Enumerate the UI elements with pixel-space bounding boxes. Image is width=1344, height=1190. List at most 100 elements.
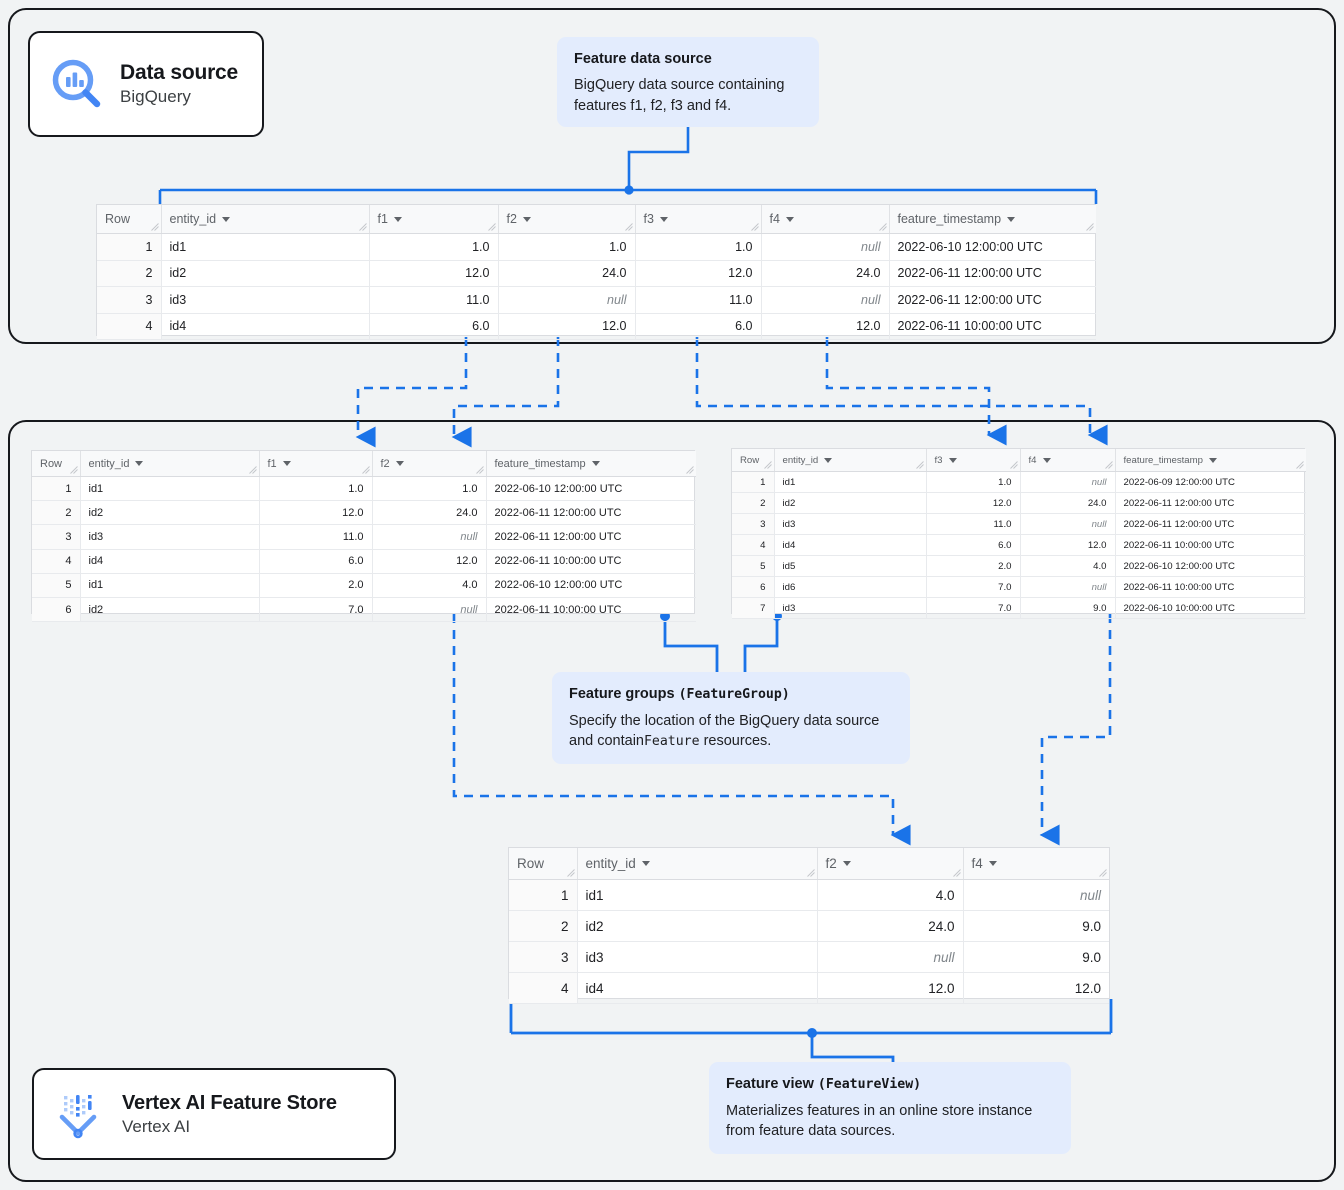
column-header-row[interactable]: Row (32, 451, 81, 477)
chevron-down-icon[interactable] (393, 216, 402, 222)
chevron-down-icon[interactable] (135, 461, 144, 466)
cell-feature-timestamp: 2022-06-11 12:00:00 UTC (1115, 513, 1306, 535)
column-header-f4[interactable]: f4 (963, 848, 1109, 880)
cell-f1: 1.0 (259, 476, 373, 502)
callout-title: Feature view (FeatureView) (726, 1075, 1054, 1094)
cell-f1: 6.0 (259, 549, 373, 574)
chevron-down-icon[interactable] (785, 216, 794, 222)
column-header-f3[interactable]: f3 (926, 449, 1021, 472)
chevron-down-icon[interactable] (591, 461, 600, 466)
column-header-feature-timestamp[interactable]: feature_timestamp (889, 205, 1096, 234)
cell-row: 2 (32, 500, 81, 526)
cell-f4: null (1020, 513, 1116, 535)
chevron-down-icon[interactable] (395, 461, 404, 466)
chevron-down-icon[interactable] (842, 861, 851, 866)
column-header-row[interactable]: Row (509, 848, 578, 880)
cell-f2: 1.0 (372, 476, 487, 502)
column-header-label: Row (740, 454, 760, 466)
callout-body: Specify the location of the BigQuery dat… (569, 711, 893, 752)
chevron-down-icon[interactable] (659, 216, 668, 222)
column-header-label: f2 (825, 856, 837, 871)
cell-entity-id: id1 (80, 476, 260, 502)
cell-row: 2 (97, 260, 162, 287)
callout-feature-groups: Feature groups (FeatureGroup) Specify th… (552, 672, 910, 764)
column-header-label: feature_timestamp (897, 212, 1002, 226)
cell-feature-timestamp: 2022-06-10 12:00:00 UTC (889, 233, 1096, 261)
chevron-down-icon[interactable] (522, 216, 531, 222)
column-header-f3[interactable]: f3 (635, 205, 762, 234)
column-header-label: entity_id (782, 454, 819, 466)
chevron-down-icon[interactable] (988, 861, 997, 866)
cell-feature-timestamp: 2022-06-09 12:00:00 UTC (1115, 471, 1306, 493)
column-header-row[interactable]: Row (97, 205, 162, 234)
cell-f1: 12.0 (259, 500, 373, 526)
column-header-f4[interactable]: f4 (1020, 449, 1116, 472)
callout-title-code: (FeatureView) (817, 1077, 922, 1092)
column-header-label: feature_timestamp (494, 457, 586, 470)
column-header-entity-id[interactable]: entity_id (80, 451, 260, 477)
chevron-down-icon[interactable] (641, 861, 650, 866)
column-header-f2[interactable]: f2 (498, 205, 636, 234)
column-header-f2[interactable]: f2 (817, 848, 964, 880)
cell-entity-id: id4 (80, 549, 260, 574)
callout-body-line2: from feature data sources. (726, 1123, 896, 1140)
callout-body: BigQuery data source containing features… (574, 75, 802, 116)
chevron-down-icon[interactable] (1042, 457, 1051, 463)
chip-data-source-bigquery: Data source BigQuery (28, 31, 264, 137)
cell-f1: 7.0 (259, 597, 373, 623)
column-header-f2[interactable]: f2 (372, 451, 487, 477)
cell-row: 4 (97, 313, 162, 340)
column-header-entity-id[interactable]: entity_id (161, 205, 370, 234)
cell-f4: 9.0 (963, 941, 1109, 973)
column-header-feature-timestamp[interactable]: feature_timestamp (486, 451, 696, 477)
column-header-entity-id[interactable]: entity_id (774, 449, 927, 472)
chevron-down-icon[interactable] (824, 457, 833, 463)
cell-entity-id: id6 (774, 576, 927, 598)
cell-entity-id: id2 (161, 260, 370, 287)
chevron-down-icon[interactable] (948, 457, 957, 463)
chevron-down-icon[interactable] (282, 461, 291, 466)
column-header-f1[interactable]: f1 (369, 205, 499, 234)
column-header-feature-timestamp[interactable]: feature_timestamp (1115, 449, 1306, 472)
column-header-entity-id[interactable]: entity_id (577, 848, 818, 880)
column-header-row[interactable]: Row (732, 449, 775, 472)
column-header-label: Row (40, 457, 63, 470)
chevron-down-icon[interactable] (1007, 216, 1016, 222)
null-value: null (861, 292, 881, 307)
callout-body-pre: Specify the location of the BigQuery dat… (569, 712, 880, 750)
column-header-f4[interactable]: f4 (761, 205, 890, 234)
cell-entity-id: id4 (161, 313, 370, 340)
cell-feature-timestamp: 2022-06-11 12:00:00 UTC (486, 524, 696, 550)
chevron-down-icon[interactable] (222, 216, 231, 222)
chevron-down-icon[interactable] (1208, 457, 1217, 463)
column-header-f1[interactable]: f1 (259, 451, 373, 477)
cell-row: 4 (732, 534, 775, 556)
cell-f1: 11.0 (369, 286, 499, 314)
cell-feature-timestamp: 2022-06-11 10:00:00 UTC (486, 549, 696, 574)
